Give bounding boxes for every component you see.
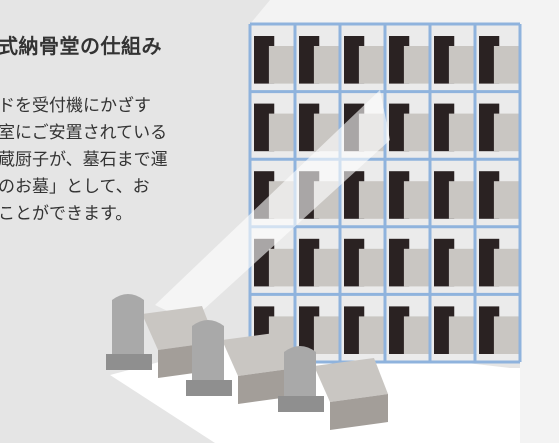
urn-box	[434, 36, 474, 84]
urn-box	[389, 103, 429, 152]
urn-box	[344, 238, 384, 287]
urn-box	[344, 36, 384, 84]
urn-box	[299, 36, 339, 84]
urn-box	[389, 306, 429, 354]
urn-box	[479, 171, 519, 219]
urn-box	[254, 36, 294, 84]
urn-box	[479, 103, 519, 152]
urn-box	[434, 238, 474, 287]
headline: 式納骨堂の仕組み	[0, 34, 162, 58]
tombstone-icon	[278, 346, 388, 430]
description-text: ドを受付機にかざす 室にご安置されている 蔵厨子が、墓石まで運 のお墓」として、…	[0, 93, 168, 228]
urn-box	[434, 103, 474, 152]
urn-box	[389, 36, 429, 84]
urn-box	[434, 171, 474, 219]
urn-box	[479, 306, 519, 354]
description-line: のお墓」として、お	[0, 177, 150, 197]
description-line: ドを受付機にかざす	[0, 96, 151, 116]
urn-box	[389, 171, 429, 219]
urn-box	[344, 306, 384, 354]
urn-box	[434, 306, 474, 354]
room-back-wall	[250, 0, 559, 443]
urn-box	[479, 36, 519, 84]
urn-box	[254, 103, 294, 152]
description-line: 蔵厨子が、墓石まで運	[0, 150, 168, 170]
urn-box	[344, 171, 384, 219]
urn-box	[299, 306, 339, 354]
description-line: ことができます。	[0, 204, 133, 224]
tombstone-icon	[186, 320, 296, 404]
automated-storage-rack	[248, 22, 522, 364]
description-line: 室にご安置されている	[0, 123, 168, 143]
urn-box	[299, 238, 339, 287]
light-beam	[155, 90, 390, 322]
urn-box	[479, 238, 519, 287]
urn-box	[389, 238, 429, 287]
